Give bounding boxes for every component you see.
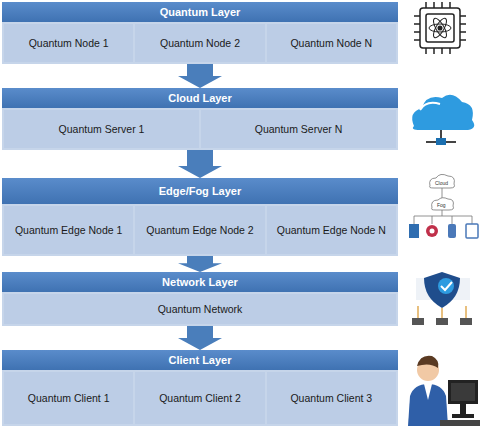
component-box: Quantum Server N [201,110,396,148]
component-box: Quantum Client 1 [4,372,133,424]
flow-arrow [178,150,222,178]
component-label: Quantum Server N [255,123,343,135]
component-box: Quantum Client 2 [135,372,264,424]
layer-band: Edge/Fog LayerQuantum Edge Node 1 Quantum… [2,178,398,256]
layer-band: Cloud LayerQuantum Server 1 Quantum Serve… [2,88,398,150]
client-icon [408,356,480,426]
component-label: Quantum Node 1 [29,37,109,49]
layer-title: Cloud Layer [2,88,398,108]
component-label: Quantum Node N [290,37,372,49]
component-box: Quantum Edge Node 2 [135,206,264,254]
flow-arrow [178,256,222,272]
component-label: Quantum Client 2 [159,392,241,404]
component-box: Quantum Edge Node N [267,206,396,254]
layer-band: Quantum LayerQuantum Node 1 Quantum Node … [2,2,398,64]
network-icon [412,272,472,325]
component-label: Quantum Node 2 [160,37,240,49]
layer-band: Client LayerQuantum Client 1 Quantum Clie… [2,350,398,426]
component-label: Quantum Network [158,303,243,315]
component-label: Quantum Client 1 [28,392,110,404]
component-label: Quantum Edge Node 1 [15,224,122,236]
component-box: Quantum Server 1 [4,110,199,148]
chip-icon [414,2,466,54]
component-box: Quantum Network [4,294,396,324]
layer-title: Quantum Layer [2,2,398,22]
component-box: Quantum Node 2 [135,24,264,62]
component-box: Quantum Edge Node 1 [4,206,133,254]
layer-title: Client Layer [2,350,398,370]
flow-arrow [178,326,222,350]
layer-title: Edge/Fog Layer [2,178,398,204]
component-label: Quantum Edge Node 2 [146,224,253,236]
component-label: Quantum Server 1 [59,123,145,135]
component-box: Quantum Node N [267,24,396,62]
layer-title: Network Layer [2,272,398,292]
flow-arrow [178,64,222,88]
component-box: Quantum Client 3 [267,372,396,424]
fog-icon [409,174,478,238]
cloud-icon [412,95,474,145]
layer-band: Network LayerQuantum Network [2,272,398,326]
component-label: Quantum Edge Node N [277,224,386,236]
icon-label: Cloud [435,180,448,186]
icon-label: Fog [437,202,446,208]
component-box: Quantum Node 1 [4,24,133,62]
component-label: Quantum Client 3 [290,392,372,404]
